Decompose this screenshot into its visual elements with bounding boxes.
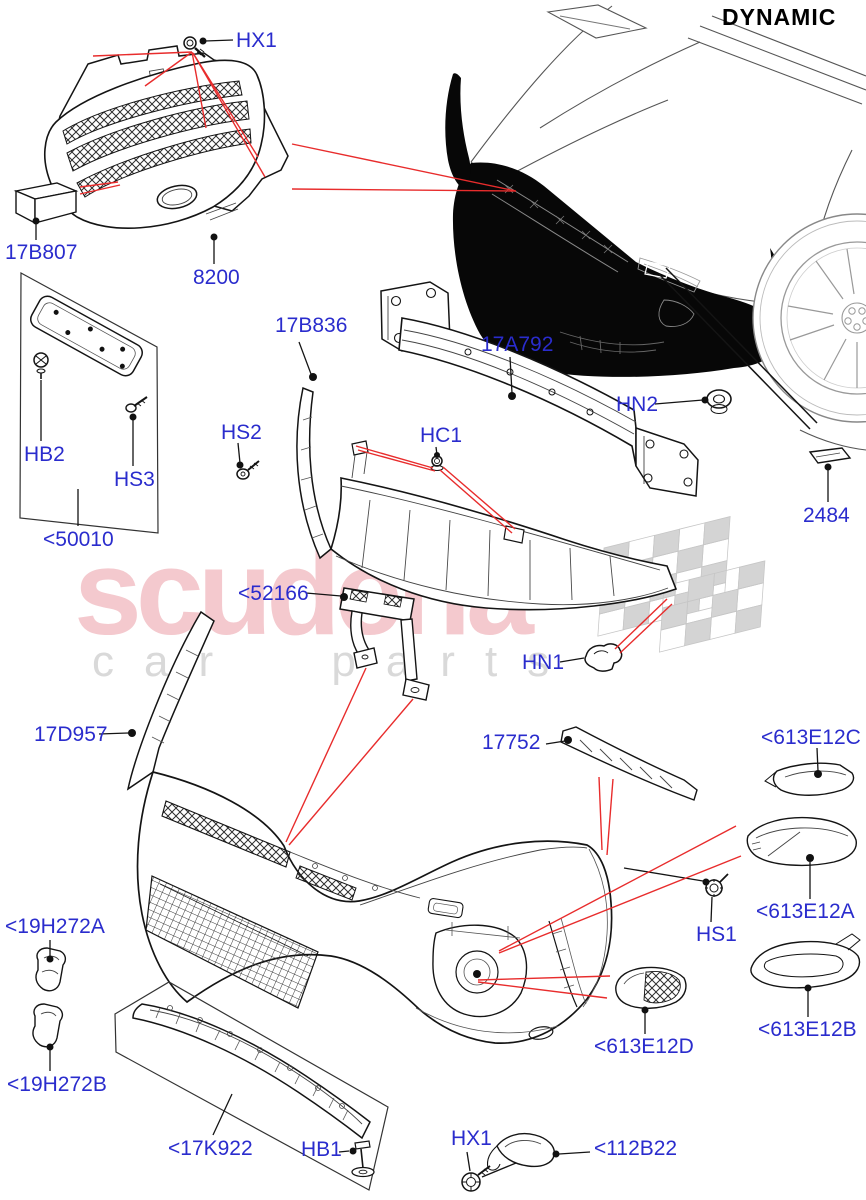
watermark-tagline-text: car parts (92, 637, 579, 686)
part-label-hx1-bottom[interactable]: HX1 (451, 1127, 492, 1150)
vehicle-black-bumper-mass (452, 162, 790, 377)
hook-19H272A (35, 947, 67, 992)
part-label-613E12D[interactable]: <613E12D (594, 1035, 694, 1058)
wheel (752, 213, 866, 423)
license-plate-kit-50010 (19, 271, 159, 534)
part-label-17A792[interactable]: 17A792 (481, 333, 554, 356)
variant-tag-dynamic: DYNAMIC (722, 4, 837, 30)
part-label-hn2[interactable]: HN2 (616, 393, 659, 416)
tow-eye-cover-on-vehicle (644, 261, 671, 279)
part-17752 (560, 726, 698, 801)
part-613E12C (764, 762, 855, 796)
screw-icon-hx1-top (183, 36, 206, 58)
part-label-613E12B[interactable]: <613E12B (758, 1018, 857, 1041)
part-label-17B836[interactable]: 17B836 (275, 314, 348, 337)
leader-dots (32, 37, 832, 1158)
part-label-17D957[interactable]: 17D957 (34, 723, 108, 746)
part-label-hs2[interactable]: HS2 (221, 421, 262, 444)
screw-icon-hx1-bottom (461, 1165, 491, 1192)
part-label-hs1[interactable]: HS1 (696, 923, 737, 946)
part-label-17752[interactable]: 17752 (482, 731, 541, 754)
hook-19H272B (32, 1003, 64, 1048)
part-label-19H272B[interactable]: <19H272B (7, 1073, 107, 1096)
part-label-52166[interactable]: <52166 (238, 582, 309, 605)
nut-icon-hn2 (706, 389, 732, 414)
rivet-icon-hb1 (351, 1140, 375, 1178)
part-613E12A (746, 816, 857, 867)
grille-badge (156, 184, 198, 210)
fog-lamp-recess (432, 922, 528, 1018)
bumper-cover-17D957 (126, 610, 613, 1044)
checkered-flag (597, 516, 766, 653)
part-613E12B (750, 933, 861, 989)
lower-trim-kit-17K922 (114, 981, 389, 1191)
part-label-8200[interactable]: 8200 (193, 266, 240, 289)
part-label-hb2[interactable]: HB2 (24, 443, 65, 466)
part-613E12D (615, 966, 687, 1009)
part-label-112B22[interactable]: <112B22 (594, 1137, 678, 1160)
part-label-613E12A[interactable]: <613E12A (756, 900, 855, 923)
part-label-hn1[interactable]: HN1 (522, 651, 565, 674)
part-label-2484[interactable]: 2484 (803, 504, 850, 527)
part-112B22 (486, 1132, 555, 1171)
rivet-icon-hb2 (33, 352, 49, 379)
part-box-17B807 (13, 182, 79, 225)
part-label-hc1[interactable]: HC1 (420, 424, 463, 447)
screw-icon-hs1 (705, 873, 729, 897)
screw-icon-hs2 (236, 460, 260, 480)
vehicle-front-illustration (445, 4, 866, 451)
part-label-50010[interactable]: <50010 (43, 528, 114, 551)
part-label-hx1-top[interactable]: HX1 (236, 29, 277, 52)
part-label-613E12C[interactable]: <613E12C (761, 726, 861, 749)
part-label-17B807[interactable]: 17B807 (5, 241, 78, 264)
clip-icon-hn1 (584, 643, 623, 672)
part-2484 (808, 447, 852, 464)
part-label-hb1[interactable]: HB1 (301, 1138, 342, 1161)
bumper-support-17B836 (296, 386, 678, 611)
part-label-hs3[interactable]: HS3 (114, 468, 155, 491)
grille-assembly-8200 (44, 45, 289, 229)
reinforcement-bar-17A792 (380, 281, 699, 497)
screw-icon-hs3 (125, 396, 148, 413)
part-label-19H272A[interactable]: <19H272A (5, 915, 105, 938)
bracket-52166 (339, 587, 430, 701)
part-label-17K922[interactable]: <17K922 (168, 1137, 253, 1160)
lower-mesh-grille (145, 875, 319, 1009)
leader-lines-red (79, 51, 742, 999)
leader-lines-black (35, 39, 829, 1178)
